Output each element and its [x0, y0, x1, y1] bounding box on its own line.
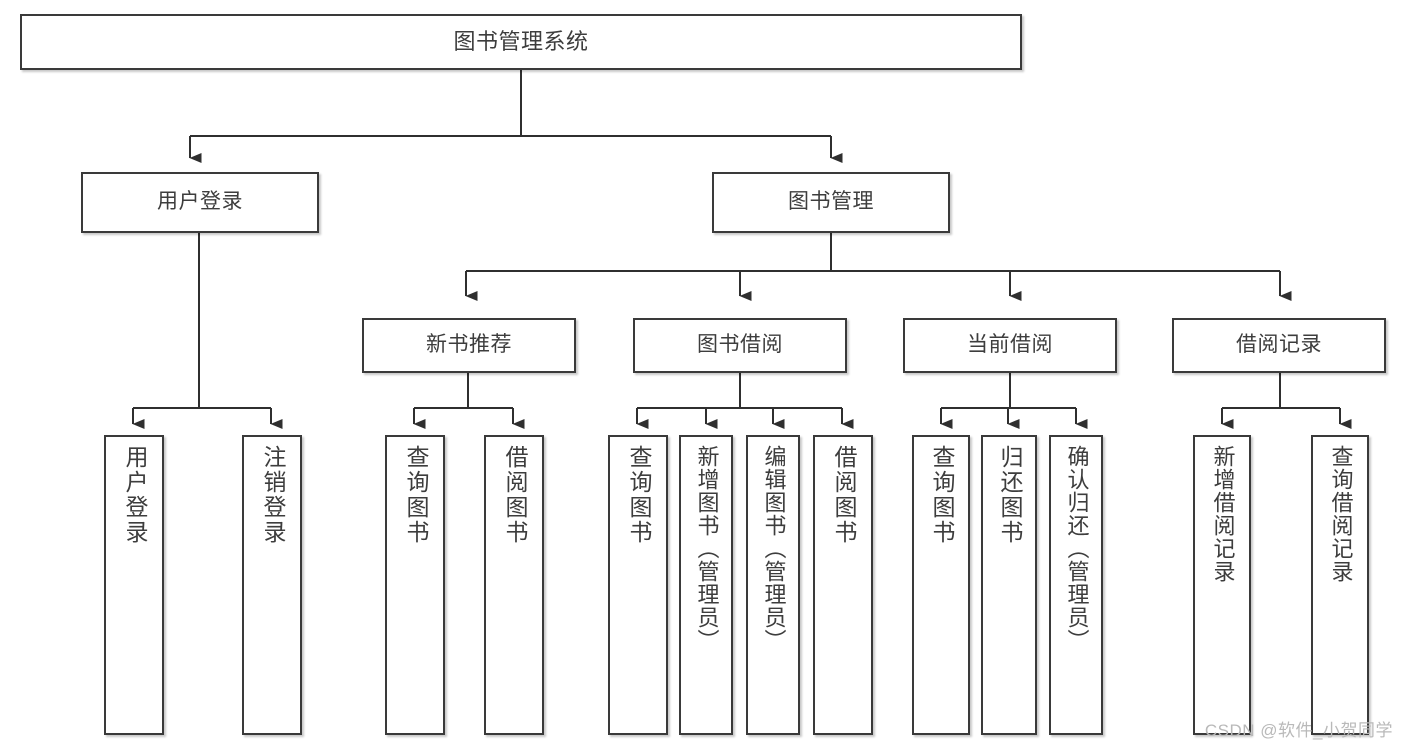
node-leaf-borrow-book-1-label: 借阅图书 [501, 445, 528, 545]
node-leaf-user-login-label: 用户登录 [121, 445, 148, 545]
watermark-text: CSDN @软件_小贺同学 [1204, 721, 1393, 740]
node-leaf-query-book-2-label: 查询图书 [625, 445, 652, 545]
node-leaf-borrow-book-2[interactable]: 借阅图书 [813, 435, 873, 735]
node-leaf-logout[interactable]: 注销登录 [242, 435, 302, 735]
node-leaf-borrow-book-1[interactable]: 借阅图书 [484, 435, 544, 735]
node-book-manage-label: 图书管理 [788, 190, 874, 214]
node-user-login[interactable]: 用户登录 [81, 172, 319, 233]
node-new-book-rec-label: 新书推荐 [426, 333, 512, 357]
node-book-borrow[interactable]: 图书借阅 [633, 318, 847, 373]
node-leaf-query-record[interactable]: 查询借阅记录 [1311, 435, 1369, 735]
node-current-borrow-label: 当前借阅 [967, 333, 1053, 357]
node-book-borrow-label: 图书借阅 [697, 333, 783, 357]
node-book-manage[interactable]: 图书管理 [712, 172, 950, 233]
node-leaf-return-book-label: 归还图书 [996, 445, 1023, 545]
node-leaf-logout-label: 注销登录 [259, 445, 286, 545]
node-leaf-query-book-1-label: 查询图书 [402, 445, 429, 545]
node-leaf-query-book-1[interactable]: 查询图书 [385, 435, 445, 735]
node-root-label: 图书管理系统 [453, 29, 589, 55]
node-current-borrow[interactable]: 当前借阅 [903, 318, 1117, 373]
node-leaf-query-record-label: 查询借阅记录 [1328, 445, 1354, 583]
node-leaf-user-login[interactable]: 用户登录 [104, 435, 164, 735]
node-leaf-borrow-book-2-label: 借阅图书 [830, 445, 857, 545]
node-leaf-edit-book-label: 编辑图书（管理员） [761, 445, 787, 652]
node-leaf-edit-book[interactable]: 编辑图书（管理员） [746, 435, 800, 735]
node-leaf-return-book[interactable]: 归还图书 [981, 435, 1037, 735]
node-borrow-record-label: 借阅记录 [1236, 333, 1322, 357]
node-root[interactable]: 图书管理系统 [20, 14, 1022, 70]
node-leaf-query-book-3[interactable]: 查询图书 [912, 435, 970, 735]
node-leaf-add-record[interactable]: 新增借阅记录 [1193, 435, 1251, 735]
node-leaf-add-book[interactable]: 新增图书（管理员） [679, 435, 733, 735]
node-leaf-query-book-3-label: 查询图书 [928, 445, 955, 545]
node-leaf-query-book-2[interactable]: 查询图书 [608, 435, 668, 735]
node-borrow-record[interactable]: 借阅记录 [1172, 318, 1386, 373]
node-user-login-label: 用户登录 [157, 190, 243, 214]
node-leaf-add-record-label: 新增借阅记录 [1210, 445, 1236, 583]
node-leaf-confirm-return-label: 确认归还（管理员） [1064, 445, 1090, 652]
node-new-book-rec[interactable]: 新书推荐 [362, 318, 576, 373]
node-leaf-confirm-return[interactable]: 确认归还（管理员） [1049, 435, 1103, 735]
node-leaf-add-book-label: 新增图书（管理员） [694, 445, 720, 652]
